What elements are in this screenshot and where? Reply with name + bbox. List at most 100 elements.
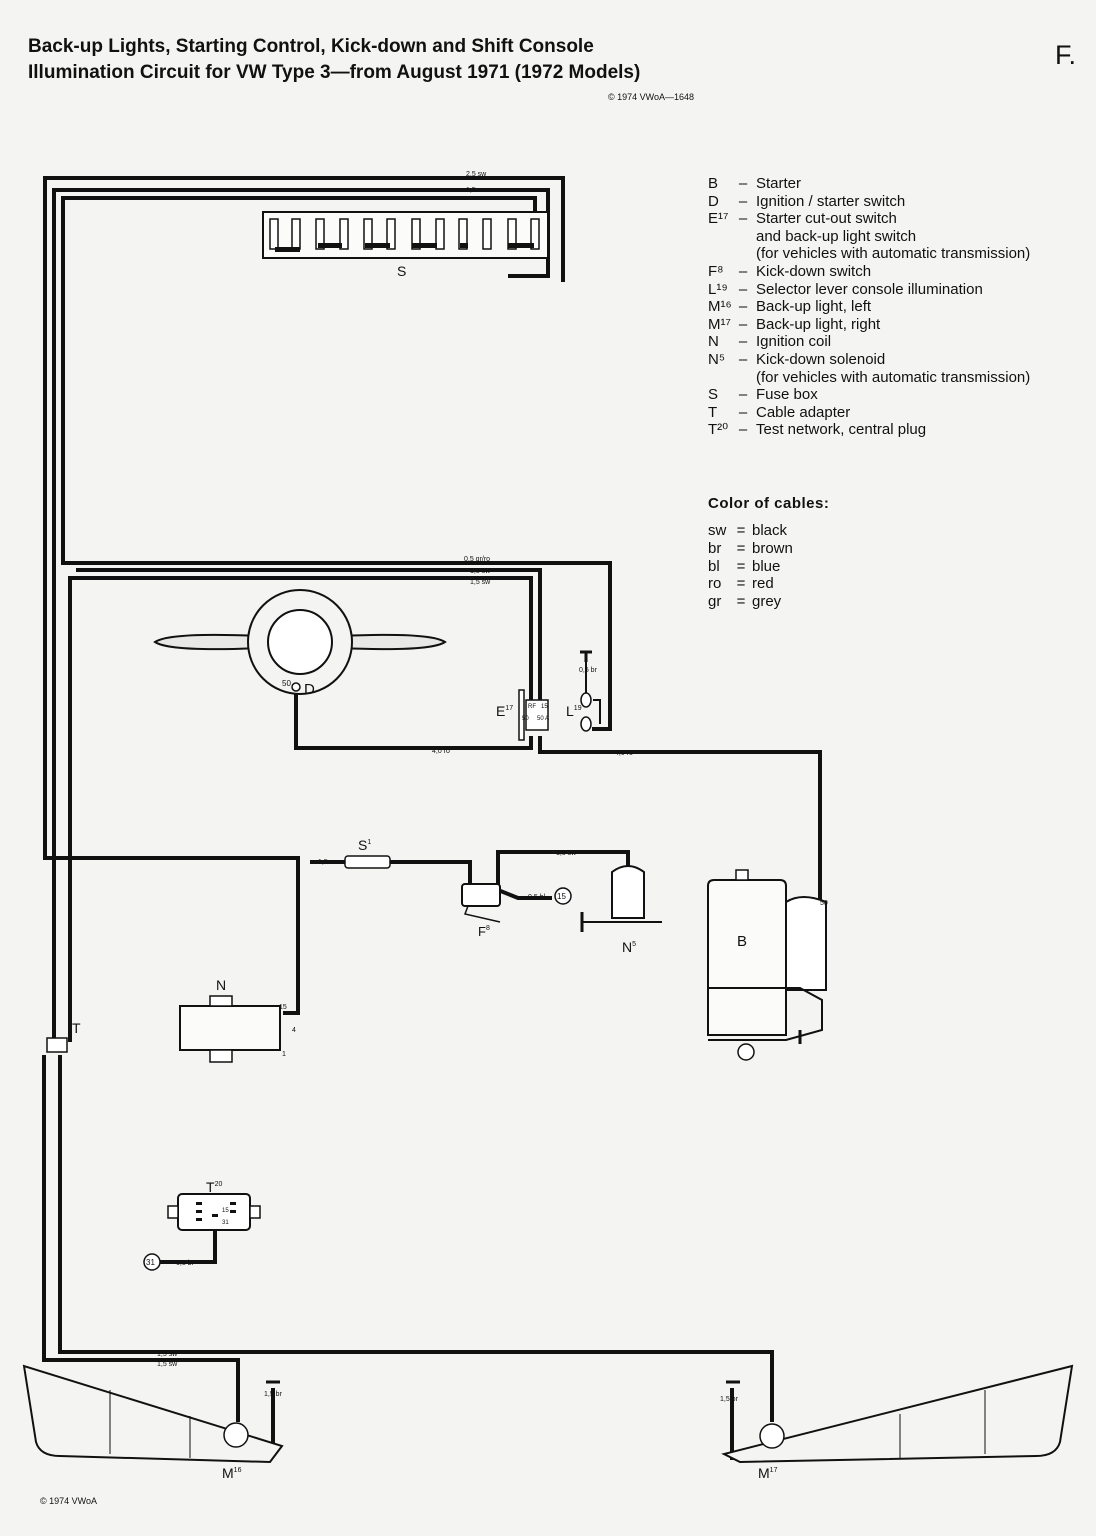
fuse-bar <box>508 243 534 248</box>
cable-adapter-label: T <box>72 1020 81 1036</box>
wire-1-5-sw-left <box>52 188 550 1042</box>
legend-continuation: (for vehicles with automatic transmissio… <box>756 368 1031 386</box>
wire-label: 1,5 sw <box>470 568 491 575</box>
fuse-bar <box>365 243 390 248</box>
legend-dash: – <box>738 315 748 333</box>
wire-console-link <box>593 699 601 724</box>
ground-symbol <box>580 650 592 662</box>
wire-2-5-sw <box>43 176 565 1015</box>
legend-text: Starter cut-out switch <box>756 210 897 228</box>
fuse <box>269 218 279 250</box>
legend-code: N⁵ <box>708 350 726 368</box>
cable-color-item: br=brown <box>708 540 793 558</box>
fuse-box-label: S <box>397 263 406 279</box>
cable-name: black <box>752 522 788 539</box>
cutout-switch: E17 RF 15 50 50 A <box>496 689 549 741</box>
coil-label: N <box>216 977 226 993</box>
legend-item: B–Starter <box>708 175 1030 193</box>
cable-colors-title: Color of cables: <box>708 495 830 512</box>
test-plug-ear-left <box>167 1205 179 1219</box>
wire-label: 0,5 bl <box>528 894 546 901</box>
legend-item: S–Fuse box <box>708 386 1030 404</box>
legend-code: M¹⁶ <box>708 298 732 316</box>
wire-label: 1,5 sw <box>556 850 577 857</box>
kickdown-switch-body <box>461 883 501 907</box>
cable-code: bl <box>708 557 720 575</box>
test-plug-pin-31: 31 <box>222 1220 229 1226</box>
legend-dash: – <box>738 210 748 228</box>
wire-label: 1,5 br <box>720 1396 739 1403</box>
fuse <box>458 218 468 250</box>
solenoid-letter: N <box>622 939 632 955</box>
terminal-50 <box>291 682 301 692</box>
fuse <box>530 218 540 250</box>
terminal-31-label: 31 <box>146 1258 155 1267</box>
wire-test-plug <box>158 1226 217 1264</box>
legend-code: F⁸ <box>708 262 724 280</box>
cutout-terminal-50: 50 <box>522 716 529 722</box>
ignition-coil: N 15 4 1 <box>179 977 296 1063</box>
wire-label: 1,5 sw <box>470 579 491 586</box>
legend-text: Back-up light, right <box>756 315 881 333</box>
terminal-31-circle <box>143 1253 161 1271</box>
console-light-sup: 19 <box>574 705 582 712</box>
legend-item: T²⁰–Test network, central plug <box>708 421 1030 439</box>
kickdown-switch-sup: 8 <box>486 925 490 932</box>
cable-eq: = <box>736 593 746 611</box>
legend-continuation: (for vehicles with automatic transmissio… <box>756 245 1031 263</box>
wire-kickdown-solenoid <box>496 850 630 887</box>
legend-item: L¹⁹–Selector lever console illumination <box>708 281 1030 299</box>
starter-label: B <box>737 933 747 950</box>
test-plug-body <box>177 1193 251 1231</box>
ignition-switch: 50 D <box>153 589 447 698</box>
legend-text: Test network, central plug <box>756 421 927 439</box>
test-plug-pin <box>196 1210 202 1213</box>
inline-fuse-letter: S <box>358 837 367 853</box>
cable-code: br <box>708 539 722 557</box>
cable-eq: = <box>736 522 746 539</box>
backup-right-label: M17 <box>758 1465 778 1481</box>
cable-code: ro <box>708 575 722 593</box>
fuse-box: S <box>262 211 549 279</box>
fuse-bar <box>318 243 342 248</box>
legend-code: E¹⁷ <box>708 210 729 228</box>
legend-dash: – <box>738 333 748 351</box>
starter-solenoid <box>785 896 827 991</box>
legend-item: D–Ignition / starter switch <box>708 193 1030 211</box>
bulb-icon <box>223 1422 249 1448</box>
cable-adapter: T <box>46 1020 81 1053</box>
cable-name: grey <box>752 593 782 611</box>
inline-fuse-label: S1 <box>358 837 371 853</box>
fuse <box>435 218 445 250</box>
legend-dash: – <box>738 262 748 280</box>
kickdown-switch-label: F8 <box>478 924 490 939</box>
starter-body <box>707 879 787 1036</box>
cutout-terminal-rf: RF <box>528 704 536 710</box>
tail-lamp-left-divider <box>109 1390 191 1458</box>
wire-4-0-ro-starter <box>538 736 822 902</box>
diagram-title-line1: Back-up Lights, Starting Control, Kick-d… <box>28 36 594 57</box>
wire-fuse-out <box>388 860 472 887</box>
legend-dash: – <box>738 350 748 368</box>
kickdown-solenoid: N5 <box>580 865 662 955</box>
fuse <box>386 218 396 250</box>
kickdown-switch: F8 15 <box>461 883 572 939</box>
terminal-15-circle <box>554 887 572 905</box>
starter-pinion <box>737 1043 755 1061</box>
starter-cap <box>735 869 749 881</box>
coil-terminal-1: 1 <box>282 1051 286 1058</box>
coil-terminal-15: 15 <box>279 1004 287 1011</box>
legend-code: M¹⁷ <box>708 315 731 333</box>
legend-dash: – <box>738 175 748 192</box>
legend-dash: – <box>738 403 748 421</box>
fuse <box>507 218 517 250</box>
cutout-switch-label: E17 <box>496 703 513 719</box>
wire-rear-right <box>58 1338 774 1422</box>
fuse <box>482 218 492 250</box>
legend-item: F⁸–Kick-down switch <box>708 263 1030 281</box>
test-network-plug: T20 15 31 31 <box>143 1179 261 1271</box>
cutout-terminal-50a: 50 A <box>537 716 549 722</box>
legend-item: E¹⁷–Starter cut-out switch <box>708 210 1030 228</box>
fuse <box>315 218 325 250</box>
legend-text: Cable adapter <box>756 403 851 421</box>
